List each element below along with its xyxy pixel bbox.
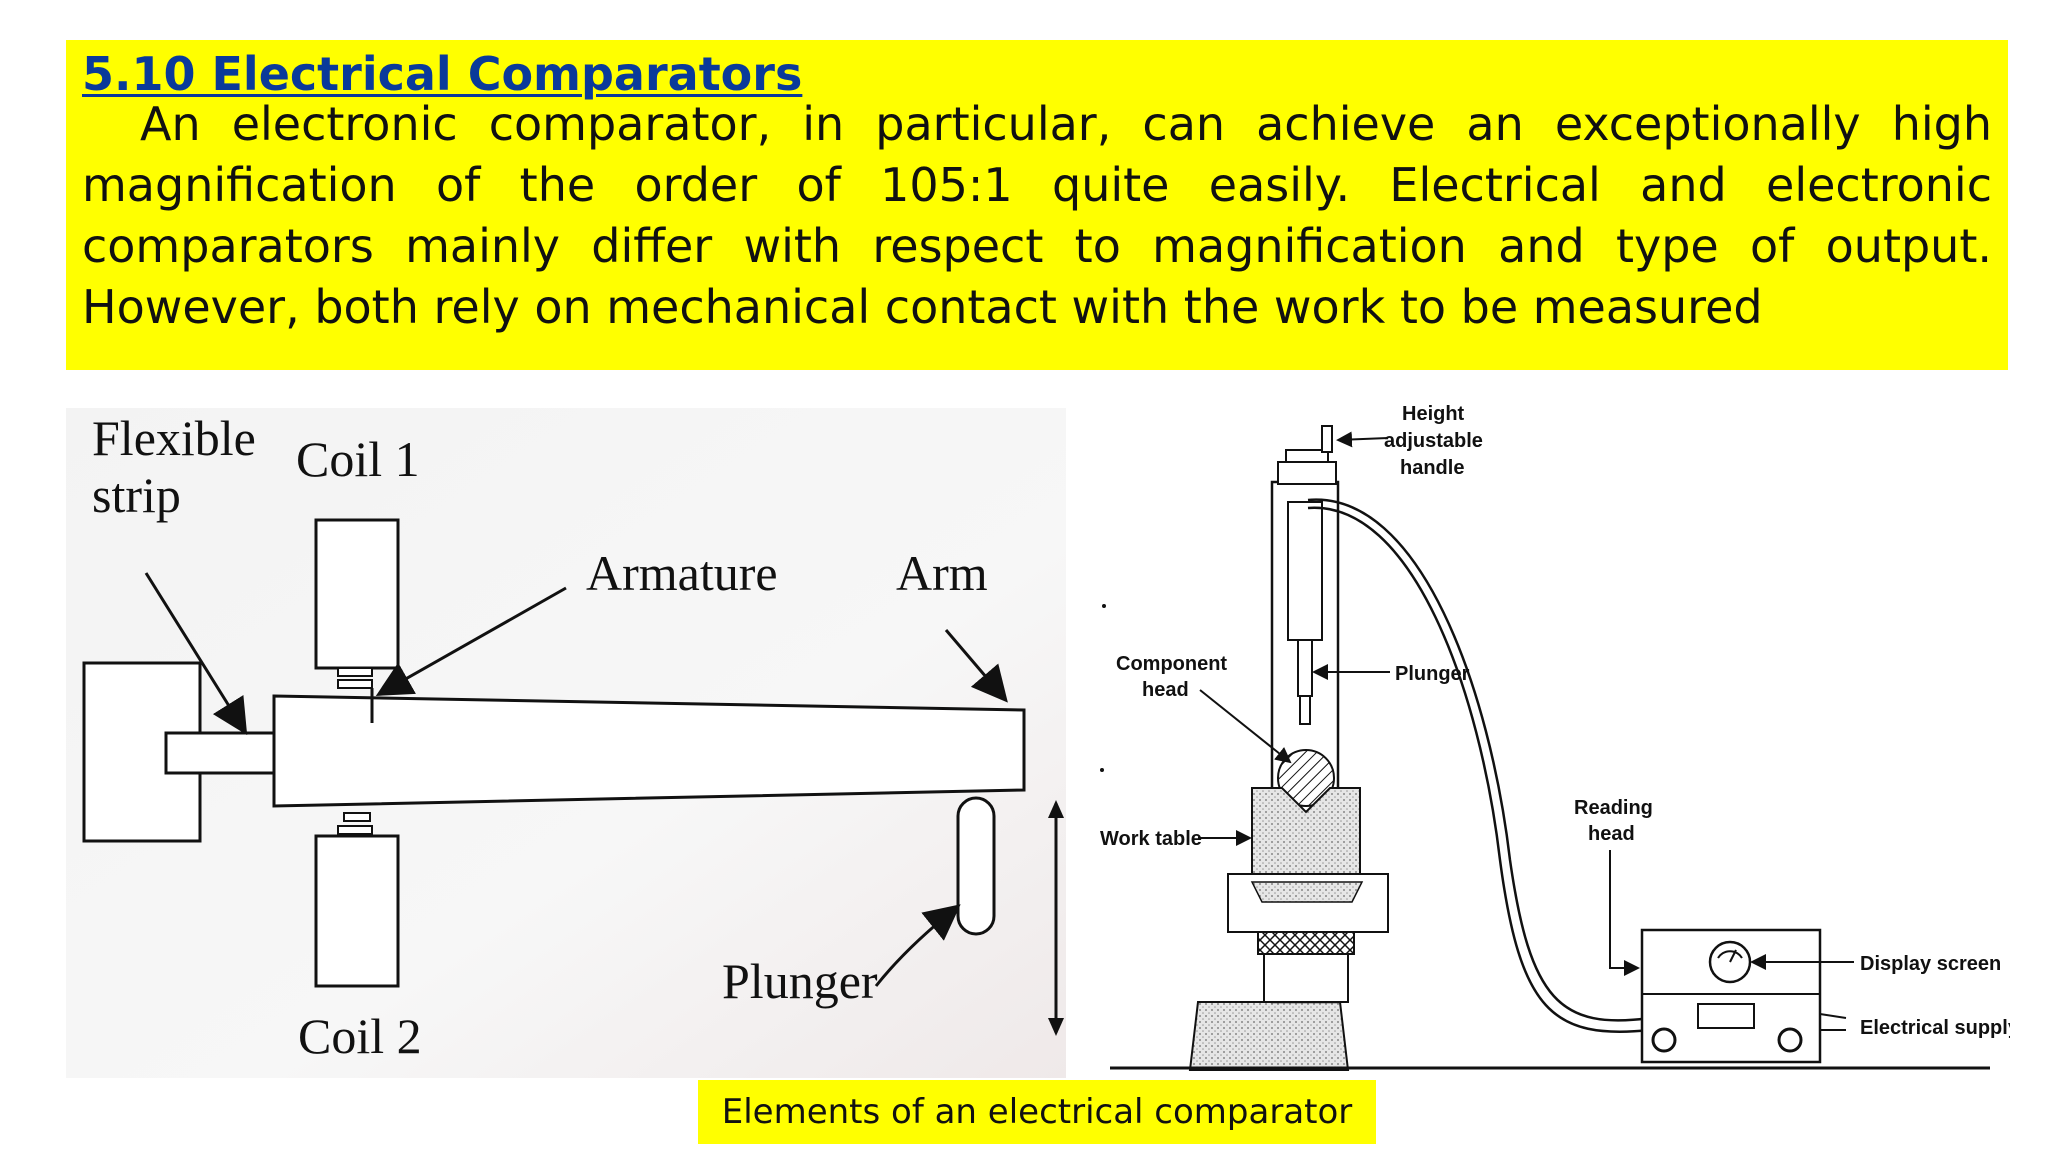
- coil-2-core-lower: [337, 825, 373, 835]
- flexible-strip-arrow: [144, 572, 248, 736]
- reading-head-leader: [1609, 850, 1640, 976]
- label-work-table: Work table: [1100, 828, 1202, 850]
- height-handle-knob: [1321, 425, 1333, 453]
- label-handle: handle: [1400, 457, 1464, 479]
- label-arm: Arm: [896, 545, 988, 601]
- label-reading-head: head: [1588, 823, 1635, 845]
- label-component-head: head: [1142, 679, 1189, 701]
- movement-arrow-head-bottom: [1048, 1018, 1064, 1036]
- slide-paragraph: An electronic comparator, in particular,…: [82, 97, 1992, 335]
- coil-1: [314, 518, 400, 670]
- label-electrical-supply: Electrical supply: [1860, 1017, 2010, 1039]
- plunger-arrow: [874, 904, 961, 987]
- header-box: 5.10 Electrical Comparators An electroni…: [66, 40, 2008, 370]
- stand-base: [1188, 1001, 1350, 1071]
- label-coil-2: Coil 2: [298, 1008, 422, 1064]
- coil-2-core: [343, 812, 371, 822]
- plunger-rod: [1297, 639, 1313, 697]
- reading-head-cable: [1307, 498, 1651, 1022]
- stray-dot-1: [1102, 604, 1106, 608]
- label-flexible: Flexible: [92, 410, 256, 466]
- knurled-column: [1257, 931, 1355, 955]
- comparator-schematic-diagram: Flexible strip Coil 1 Armature Arm Plung…: [66, 408, 1066, 1078]
- coil-1-core: [337, 667, 373, 677]
- armature-arrow: [375, 586, 567, 696]
- height-handle-leader: [1336, 431, 1389, 448]
- figure-caption: Elements of an electrical comparator: [698, 1080, 1376, 1144]
- label-armature: Armature: [586, 545, 778, 601]
- electrical-supply-panel: [1697, 1003, 1755, 1029]
- component-ball: [1277, 749, 1335, 807]
- label-height: Height: [1402, 403, 1465, 425]
- movement-arrow-head-top: [1048, 800, 1064, 818]
- column-neck: [1263, 953, 1349, 1003]
- plunger: [956, 796, 996, 936]
- component-head-leader: [1199, 689, 1292, 764]
- electrical-supply-line-1: [1819, 1013, 1847, 1019]
- slide-title: 5.10 Electrical Comparators: [82, 47, 803, 101]
- figure-caption-text: Elements of an electrical comparator: [721, 1092, 1353, 1132]
- display-screen-needle: [1717, 950, 1743, 959]
- coil-2: [314, 834, 400, 988]
- arm-arrow: [944, 629, 1008, 703]
- work-table-dovetail: [1250, 881, 1364, 903]
- label-plunger: Plunger: [1395, 663, 1470, 685]
- right-knob: [1777, 1027, 1803, 1053]
- left-knob: [1651, 1027, 1677, 1053]
- reading-head-cable-inner: [1307, 506, 1651, 1033]
- plunger-housing: [1287, 501, 1323, 641]
- label-reading: Reading: [1574, 797, 1653, 819]
- label-plunger: Plunger: [722, 953, 878, 1009]
- plunger-tip: [1299, 695, 1311, 725]
- label-component: Component: [1116, 653, 1227, 675]
- label-coil-1: Coil 1: [296, 431, 420, 487]
- stray-dot-2: [1100, 768, 1104, 772]
- display-screen-pointer: [1729, 949, 1737, 963]
- label-display-screen: Display screen: [1860, 953, 2001, 975]
- coil-1-core-lower: [337, 679, 373, 689]
- height-handle-body: [1277, 461, 1337, 485]
- label-strip: strip: [92, 467, 181, 523]
- arm: [272, 694, 1026, 808]
- comparator-stand-diagram: Height adjustable handle Component head …: [1100, 403, 2010, 1071]
- label-adjustable: adjustable: [1384, 430, 1483, 452]
